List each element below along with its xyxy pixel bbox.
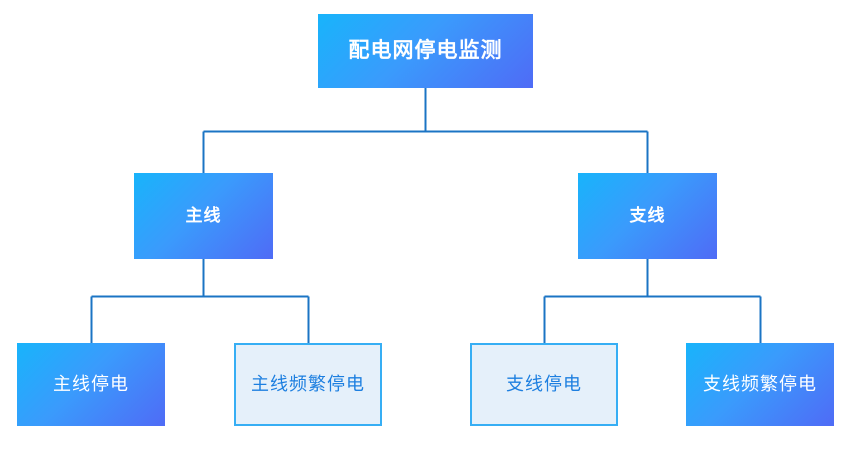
node-root-label: 配电网停电监测 (348, 39, 503, 63)
node-main-frequent-outage-label: 主线频繁停电 (251, 373, 365, 394)
node-branch-frequent-outage[interactable]: 支线频繁停电 (686, 343, 834, 426)
node-main-frequent-outage[interactable]: 主线频繁停电 (234, 343, 382, 426)
node-main-outage[interactable]: 主线停电 (17, 343, 165, 426)
node-branch-outage-label: 支线停电 (506, 373, 582, 394)
node-main-outage-label: 主线停电 (53, 373, 129, 394)
node-branch-frequent-outage-label: 支线频繁停电 (703, 373, 817, 394)
node-main-line[interactable]: 主线 (134, 173, 273, 259)
node-branch-outage[interactable]: 支线停电 (470, 343, 618, 426)
node-branch-line[interactable]: 支线 (578, 173, 717, 259)
node-branch-line-label: 支线 (629, 205, 666, 225)
node-main-line-label: 主线 (185, 205, 222, 225)
node-root[interactable]: 配电网停电监测 (318, 14, 533, 88)
